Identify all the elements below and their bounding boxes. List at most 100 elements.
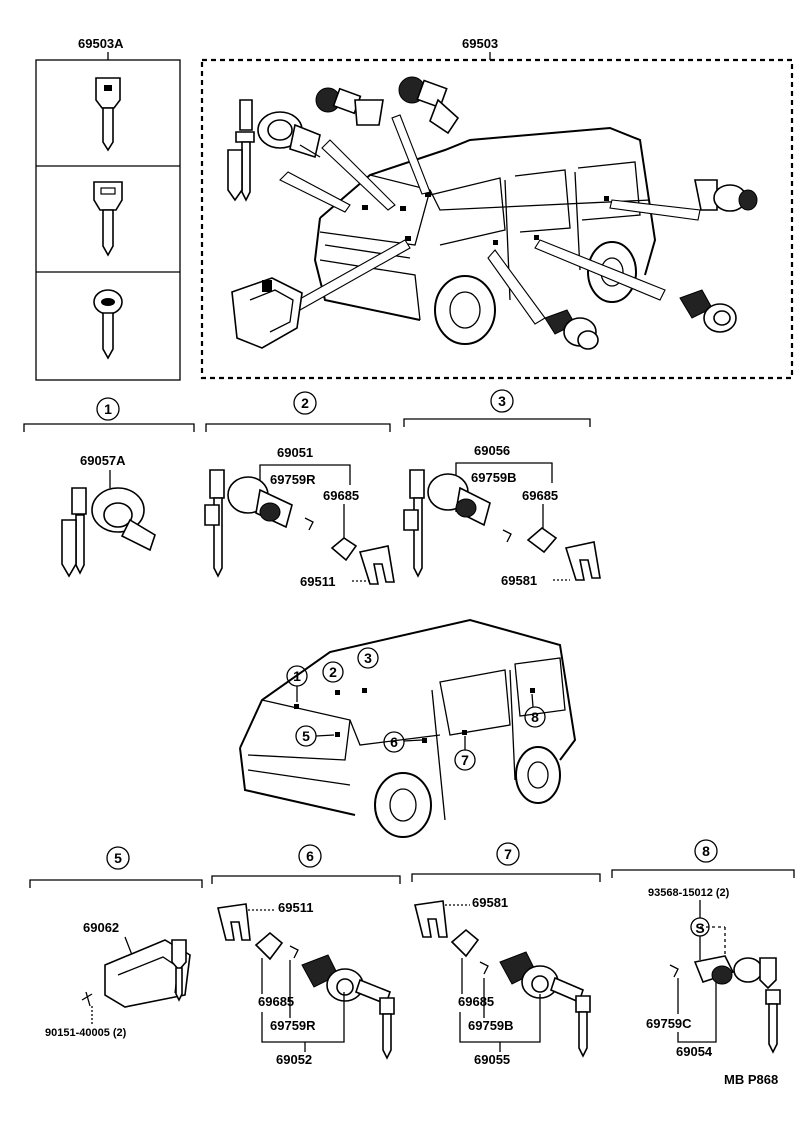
lock-cylinder-icon	[694, 179, 758, 212]
latch-lock-icon	[231, 277, 303, 349]
screw-symbol-text: S	[695, 920, 704, 936]
section-5-header: 5	[29, 846, 203, 888]
lock-cylinder-icon	[315, 87, 384, 126]
clip-icon	[564, 541, 601, 581]
section-2-header: 2	[205, 391, 391, 432]
callout-number: 8	[531, 709, 539, 725]
lock-set-box	[200, 58, 794, 380]
pointer-ribbon	[279, 171, 351, 213]
section-1-header: 1	[23, 397, 195, 432]
van-illustration	[313, 126, 657, 345]
section-8-parts: 93568-15012 (2) S 69759C 69054	[646, 887, 781, 1059]
key-blanks-label: 69503A	[78, 36, 124, 51]
pointer-ribbon	[609, 199, 701, 221]
section-3-header: 3	[403, 389, 591, 427]
lock-with-keys-icon	[204, 469, 293, 578]
pointer-ribbon	[534, 239, 666, 301]
part-number-label: 69051	[277, 445, 313, 460]
pad-icon	[254, 931, 284, 961]
pad-icon	[526, 526, 558, 554]
section-1-parts: 69057A	[61, 453, 156, 578]
clip-icon	[217, 903, 251, 941]
lock-cylinder-icon	[679, 289, 737, 333]
pointer-ribbon	[297, 239, 411, 311]
callout-number: 3	[364, 650, 372, 666]
part-number-label: 69056	[474, 443, 510, 458]
part-number-label: 69054	[676, 1044, 713, 1059]
part-number-label: 90151-40005 (2)	[45, 1027, 127, 1039]
lock-cylinder-icon	[544, 309, 599, 350]
callout-number: 6	[390, 734, 398, 750]
pointer-ribbon	[487, 249, 546, 325]
pointer-ribbon	[391, 114, 431, 195]
part-number-label: 69581	[501, 573, 537, 588]
section-number: 8	[702, 843, 710, 859]
section-6-parts: 69511 69685 69759R 69052	[217, 900, 395, 1067]
key-icon	[93, 289, 123, 360]
lock-cylinder-icon	[398, 76, 460, 135]
retainer-icon	[304, 517, 314, 531]
pointer-ribbon	[321, 139, 396, 211]
part-number-label: 69052	[276, 1052, 312, 1067]
retainer-icon	[289, 945, 299, 959]
section-7-header: 7	[411, 842, 601, 882]
part-number-label: 69685	[522, 488, 558, 503]
part-number-label: 69511	[300, 574, 335, 589]
part-number-label: 69759C	[646, 1016, 692, 1031]
lock-set-group: 69503	[200, 36, 794, 380]
section-3-parts: 69056 69759B 69685 69581	[403, 443, 601, 588]
lock-set-label: 69503	[462, 36, 498, 51]
part-number-label: 69511	[278, 900, 313, 915]
part-number-label: 69062	[83, 920, 119, 935]
section-7-parts: 69581 69685 69759B 69055	[414, 895, 591, 1067]
section-number: 6	[306, 848, 314, 864]
part-number-label: 69759R	[270, 1018, 316, 1033]
section-number: 3	[498, 393, 506, 409]
retainer-icon	[479, 961, 489, 975]
part-number-label: 69759B	[468, 1018, 514, 1033]
screw-icon	[81, 991, 93, 1007]
lock-with-keys-icon	[693, 955, 781, 1054]
clip-icon	[414, 900, 448, 938]
section-8-header: 8	[611, 839, 795, 878]
callout-number: 5	[302, 728, 310, 744]
pad-icon	[330, 537, 358, 562]
retainer-icon	[502, 529, 512, 543]
center-van-illustration	[239, 618, 577, 838]
callout-number: 2	[329, 664, 337, 680]
lock-with-keys-icon	[301, 954, 395, 1060]
part-number-label: 69685	[458, 994, 494, 1009]
section-6-header: 6	[211, 844, 401, 884]
section-number: 2	[301, 395, 309, 411]
section-number: 1	[104, 401, 112, 417]
key-icon	[95, 77, 121, 152]
diagram-code: MB P868	[724, 1072, 778, 1087]
callout-number: 7	[461, 752, 469, 768]
key-blanks-box	[35, 59, 181, 381]
lock-with-keys-icon	[499, 951, 591, 1058]
part-number-label: 69759B	[471, 470, 517, 485]
retainer-icon	[669, 964, 679, 978]
lock-with-keys-icon	[61, 487, 156, 578]
clip-icon	[358, 545, 395, 585]
part-number-label: 69581	[472, 895, 508, 910]
part-number-label: 69685	[323, 488, 359, 503]
part-number-label: 69685	[258, 994, 294, 1009]
part-number-label: 69055	[474, 1052, 510, 1067]
latch-lock-icon	[104, 939, 191, 1008]
part-number-label: 69759R	[270, 472, 316, 487]
van-callouts: 1 2 3 5 6 7 8	[286, 647, 546, 771]
section-2-parts: 69051 69759R 69685 69511	[204, 445, 395, 589]
part-number-label: 69057A	[80, 453, 126, 468]
callout-number: 1	[293, 668, 301, 684]
section-number: 5	[114, 850, 122, 866]
key-blanks-group: 69503A	[35, 36, 181, 381]
part-number-label: 93568-15012 (2)	[648, 887, 730, 899]
key-icon	[93, 181, 123, 257]
section-5-parts: 69062 90151-40005 (2)	[45, 920, 191, 1039]
section-number: 7	[504, 846, 512, 862]
pad-icon	[450, 928, 480, 958]
lock-with-keys-icon	[403, 469, 491, 578]
door-lock-with-keys-icon	[227, 99, 321, 202]
